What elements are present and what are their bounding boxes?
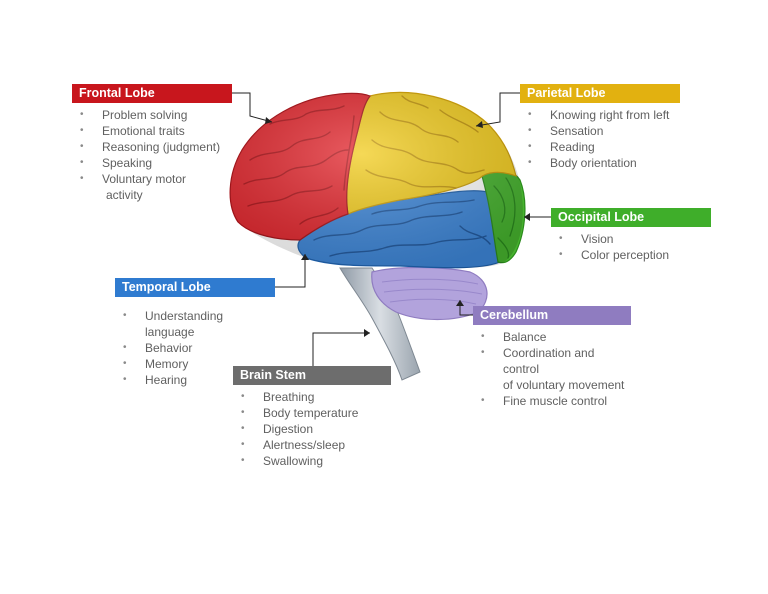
list-item: Reasoning (judgment) <box>80 139 232 155</box>
frontal-leader <box>232 92 273 123</box>
list-item: Balance <box>481 329 631 345</box>
parietal-lobe-functions: Knowing right from left Sensation Readin… <box>520 107 680 171</box>
occipital-lobe-callout: Occipital Lobe Vision Color perception <box>551 208 711 263</box>
temporal-lobe-callout: Temporal Lobe Understanding language Beh… <box>115 278 275 388</box>
parietal-lobe-callout: Parietal Lobe Knowing right from left Se… <box>520 84 680 171</box>
frontal-lobe-functions: Problem solving Emotional traits Reasoni… <box>72 107 232 203</box>
list-item: Memory <box>123 356 275 372</box>
list-item: Sensation <box>528 123 680 139</box>
list-item: Understanding language <box>123 308 275 340</box>
list-item: Alertness/sleep <box>241 437 391 453</box>
parietal-lobe-title: Parietal Lobe <box>520 84 680 103</box>
leader-lines <box>232 92 551 366</box>
list-item: Knowing right from left <box>528 107 680 123</box>
list-item: Swallowing <box>241 453 391 469</box>
temporal-leader <box>275 254 306 288</box>
list-item: Voluntary motor <box>80 171 232 187</box>
cerebellum-callout: Cerebellum Balance Coordination and cont… <box>473 306 631 409</box>
temporal-lobe-functions: Understanding language Behavior Memory H… <box>115 308 275 388</box>
list-item-continuation: activity <box>106 188 143 202</box>
brainstem-leader <box>312 332 370 366</box>
list-item: Breathing <box>241 389 391 405</box>
list-item: Hearing <box>123 372 275 388</box>
list-item-continuation: of voluntary movement <box>503 378 625 392</box>
brain-stem-callout: Brain Stem Breathing Body temperature Di… <box>233 366 391 469</box>
list-item: Speaking <box>80 155 232 171</box>
temporal-lobe-title: Temporal Lobe <box>115 278 275 297</box>
list-item: Body orientation <box>528 155 680 171</box>
list-item: Emotional traits <box>80 123 232 139</box>
list-item: Reading <box>528 139 680 155</box>
list-item: Coordination and control <box>481 345 631 377</box>
list-item: Color perception <box>559 247 711 263</box>
list-item: Body temperature <box>241 405 391 421</box>
occipital-lobe-functions: Vision Color perception <box>551 231 711 263</box>
cerebellum-functions: Balance Coordination and control of volu… <box>473 329 631 409</box>
list-item: Digestion <box>241 421 391 437</box>
list-item: Behavior <box>123 340 275 356</box>
list-item: Vision <box>559 231 711 247</box>
parietal-leader <box>475 92 520 127</box>
occipital-lobe-title: Occipital Lobe <box>551 208 711 227</box>
brain-stem-title: Brain Stem <box>233 366 391 385</box>
list-item: Problem solving <box>80 107 232 123</box>
frontal-lobe-title: Frontal Lobe <box>72 84 232 103</box>
cerebellum-title: Cerebellum <box>473 306 631 325</box>
frontal-lobe-callout: Frontal Lobe Problem solving Emotional t… <box>72 84 232 203</box>
brain-stem-functions: Breathing Body temperature Digestion Ale… <box>233 389 391 469</box>
list-item: Fine muscle control <box>481 393 631 409</box>
